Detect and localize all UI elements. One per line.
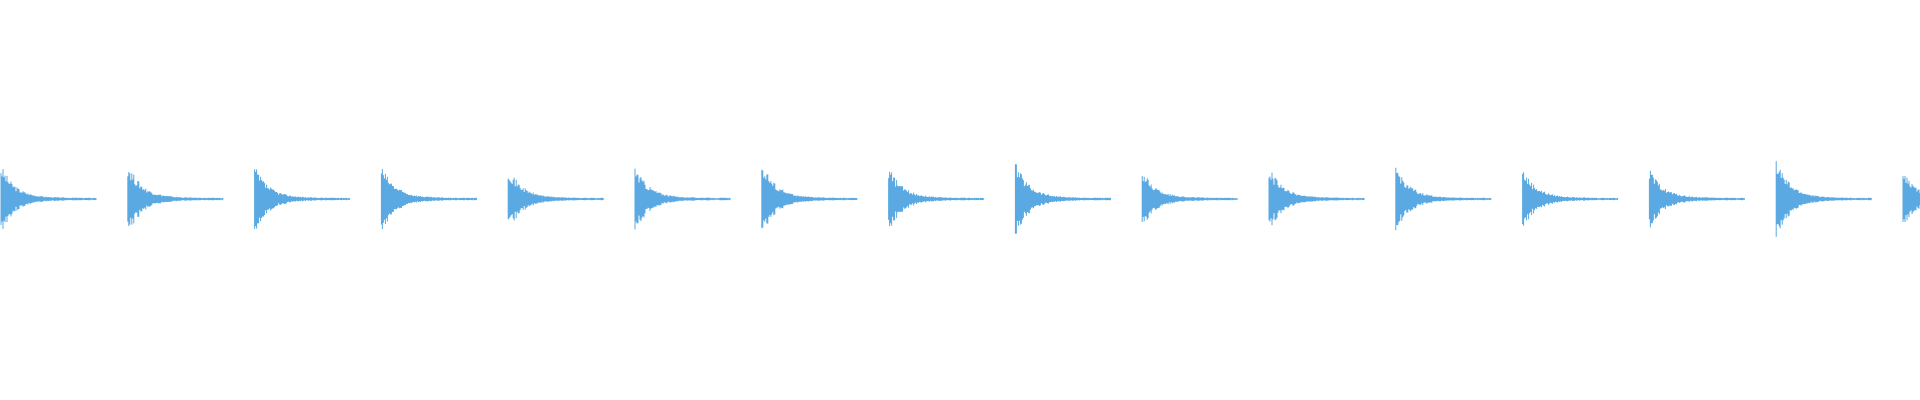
waveform-pulse <box>0 169 97 229</box>
waveform-pulse <box>1522 172 1619 226</box>
waveform-pulse <box>761 169 858 229</box>
waveform-pulse <box>507 177 604 221</box>
waveform-pulse <box>127 172 224 226</box>
waveform-pulse <box>254 169 351 229</box>
waveform-pulse <box>1268 172 1365 226</box>
waveform-pulse <box>1141 176 1238 222</box>
waveform-pulse <box>1648 170 1745 228</box>
waveform-pulse <box>634 168 731 230</box>
waveform-pulse <box>1014 164 1111 234</box>
waveform-pulse <box>1395 167 1492 231</box>
waveform-pulses <box>0 161 1920 237</box>
waveform-pulse <box>888 171 985 227</box>
waveform-pulse <box>1902 176 1920 222</box>
waveform-pulse <box>380 169 477 229</box>
waveform-pulse <box>1775 161 1872 237</box>
